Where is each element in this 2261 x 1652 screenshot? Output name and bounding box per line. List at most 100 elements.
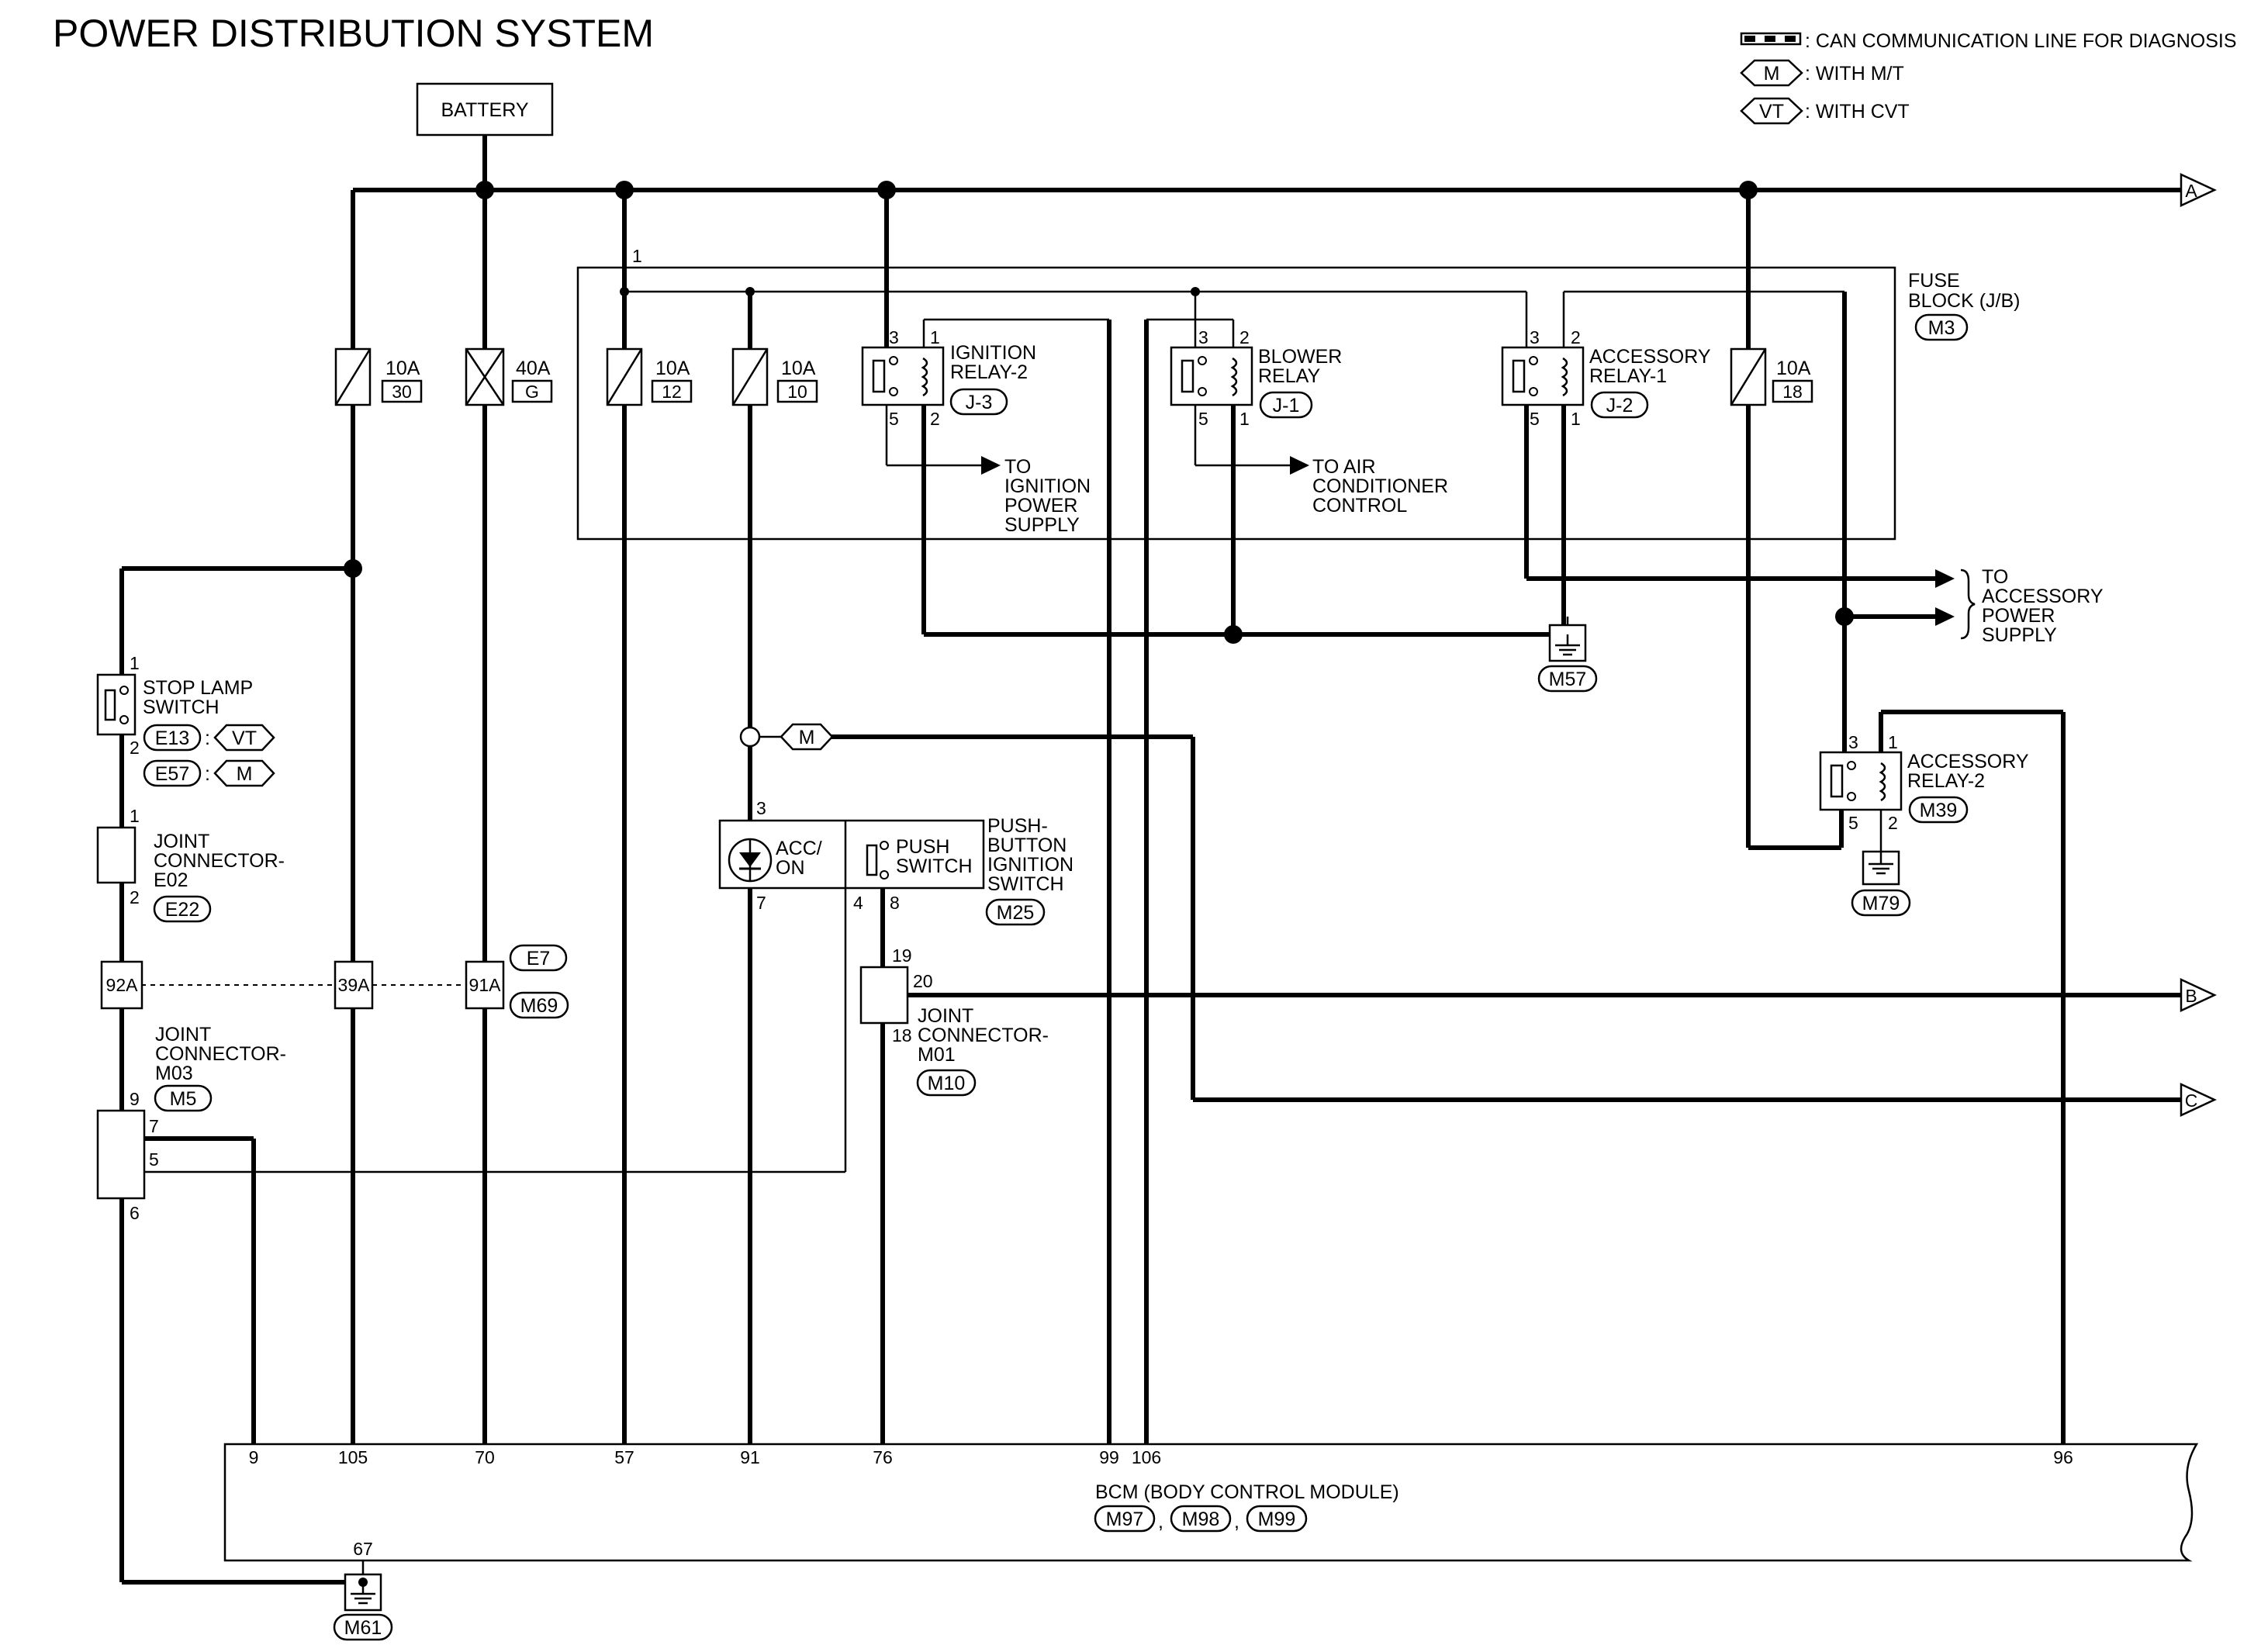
fuse-18: 10A 18 bbox=[1730, 347, 1813, 406]
fuse-12: 10A 12 bbox=[606, 347, 693, 406]
svg-text:VT: VT bbox=[1759, 101, 1784, 123]
mt-tag: M bbox=[780, 723, 834, 751]
svg-text:CONNECTOR-: CONNECTOR- bbox=[155, 1043, 286, 1065]
ground-m79-icon: M79 bbox=[1851, 850, 1911, 917]
svg-text:18: 18 bbox=[892, 1025, 912, 1045]
svg-text:TO: TO bbox=[1004, 456, 1031, 478]
fuse-block-title: FUSE bbox=[1908, 270, 1960, 292]
svg-text:96: 96 bbox=[2053, 1447, 2073, 1467]
bcm: 9 105 70 57 91 76 99 106 96 67 BCM (BODY… bbox=[223, 1443, 2199, 1562]
svg-text:ACCESSORY: ACCESSORY bbox=[1982, 586, 2104, 607]
svg-text:M03: M03 bbox=[155, 1063, 193, 1084]
svg-text:RELAY-2: RELAY-2 bbox=[1907, 770, 1985, 792]
svg-text:M3: M3 bbox=[1928, 317, 1955, 339]
svg-text:18: 18 bbox=[1782, 382, 1803, 402]
svg-text:G: G bbox=[525, 382, 539, 402]
svg-text:M01: M01 bbox=[918, 1044, 956, 1066]
svg-text:1: 1 bbox=[632, 246, 642, 266]
svg-text:67: 67 bbox=[353, 1539, 373, 1559]
svg-text:IGNITION: IGNITION bbox=[1004, 475, 1091, 497]
svg-text:76: 76 bbox=[873, 1447, 893, 1467]
to-accessory-arrows: TO ACCESSORY POWER SUPPLY bbox=[1935, 566, 2104, 646]
svg-text:3: 3 bbox=[889, 327, 899, 347]
inline-connector-92a: 92A bbox=[100, 960, 143, 1010]
accessory-relay-2-label: ACCESSORY bbox=[1907, 751, 2029, 772]
svg-text:10A: 10A bbox=[385, 358, 420, 379]
svg-text:ACC/: ACC/ bbox=[776, 838, 822, 859]
to-ac-arrow: TO AIR CONDITIONER CONTROL bbox=[1290, 456, 1448, 517]
svg-text:C: C bbox=[2185, 1090, 2198, 1111]
svg-text:B: B bbox=[2185, 986, 2197, 1006]
svg-text:M57: M57 bbox=[1549, 669, 1587, 690]
legend-cvt-tag: VT bbox=[1740, 97, 1803, 125]
svg-text:ON: ON bbox=[776, 857, 805, 879]
arrow-a: A bbox=[2180, 173, 2217, 207]
svg-text:POWER: POWER bbox=[1004, 495, 1077, 517]
svg-text:3: 3 bbox=[1848, 732, 1858, 752]
svg-text:J-3: J-3 bbox=[966, 392, 993, 413]
ignition-relay-2: 3 1 5 2 IGNITION RELAY-2 J-3 bbox=[861, 327, 1036, 429]
joint-connector-m01: 19 20 18 JOINT CONNECTOR- M01 M10 bbox=[859, 945, 1049, 1097]
svg-text:M97: M97 bbox=[1106, 1509, 1144, 1530]
svg-text:19: 19 bbox=[892, 945, 912, 966]
svg-text:57: 57 bbox=[614, 1447, 634, 1467]
svg-text:2: 2 bbox=[1888, 813, 1898, 833]
accessory-relay-1: 3 2 5 1 ACCESSORY RELAY-1 J-2 bbox=[1501, 327, 1711, 429]
svg-text:9: 9 bbox=[130, 1089, 140, 1109]
legend-cvt-text: : WITH CVT bbox=[1805, 101, 1910, 123]
svg-text:1: 1 bbox=[130, 806, 140, 826]
svg-text:J-2: J-2 bbox=[1606, 395, 1634, 416]
svg-text:VT: VT bbox=[232, 728, 257, 749]
bcm-label: BCM (BODY CONTROL MODULE) bbox=[1095, 1481, 1399, 1503]
joint-connector-e02: 1 2 JOINT CONNECTOR- E02 E22 bbox=[96, 806, 285, 923]
svg-text:3: 3 bbox=[756, 798, 766, 818]
svg-text:30: 30 bbox=[392, 382, 412, 402]
svg-text:M39: M39 bbox=[1920, 800, 1958, 821]
svg-text:M: M bbox=[799, 727, 815, 748]
svg-text:1: 1 bbox=[1888, 732, 1898, 752]
svg-text:SWITCH: SWITCH bbox=[143, 696, 220, 718]
svg-text:1: 1 bbox=[1571, 409, 1581, 429]
svg-text:JOINT: JOINT bbox=[155, 1024, 211, 1045]
svg-text:5: 5 bbox=[1848, 813, 1858, 833]
svg-text:1: 1 bbox=[1239, 409, 1250, 429]
svg-text:TO: TO bbox=[1982, 566, 2008, 588]
svg-text:CONTROL: CONTROL bbox=[1312, 495, 1407, 517]
svg-text:SWITCH: SWITCH bbox=[896, 855, 973, 877]
accessory-relay-2: 3 1 5 2 ACCESSORY RELAY-2 M39 bbox=[1819, 732, 2029, 833]
svg-text:4: 4 bbox=[853, 893, 863, 913]
svg-text:5: 5 bbox=[149, 1149, 159, 1170]
svg-text:PUSH: PUSH bbox=[896, 836, 949, 858]
svg-text:70: 70 bbox=[475, 1447, 495, 1467]
inline-connector-39a: 39A bbox=[334, 960, 374, 1010]
svg-text:BLOCK (J/B): BLOCK (J/B) bbox=[1908, 290, 2020, 312]
svg-text:7: 7 bbox=[149, 1116, 159, 1136]
svg-text:SWITCH: SWITCH bbox=[987, 873, 1064, 895]
svg-text:10A: 10A bbox=[1776, 358, 1811, 379]
stop-lamp-switch: 1 2 STOP LAMP SWITCH E13 : VT E57 : M bbox=[96, 653, 275, 787]
ground-m61-icon: M61 bbox=[333, 1560, 393, 1641]
svg-text:M: M bbox=[237, 763, 253, 785]
svg-text:3: 3 bbox=[1198, 327, 1208, 347]
svg-text:M25: M25 bbox=[997, 902, 1035, 924]
diagram-title: POWER DISTRIBUTION SYSTEM bbox=[53, 12, 654, 55]
svg-text:M79: M79 bbox=[1862, 893, 1900, 914]
svg-text:J-1: J-1 bbox=[1273, 395, 1300, 416]
to-ignition-arrow: TO IGNITION POWER SUPPLY bbox=[981, 456, 1091, 536]
svg-text:BUTTON: BUTTON bbox=[987, 835, 1067, 856]
svg-text:M61: M61 bbox=[344, 1617, 382, 1639]
svg-text:,: , bbox=[1234, 1511, 1239, 1533]
svg-text:6: 6 bbox=[130, 1203, 140, 1223]
svg-text:2: 2 bbox=[930, 409, 940, 429]
blower-relay: 3 2 5 1 BLOWER RELAY J-1 bbox=[1170, 327, 1342, 429]
svg-text:3: 3 bbox=[1530, 327, 1540, 347]
can-line-symbol bbox=[1740, 32, 1802, 46]
fuse-block-connector: M3 bbox=[1914, 313, 1969, 341]
svg-text:M98: M98 bbox=[1182, 1509, 1220, 1530]
svg-text:40A: 40A bbox=[516, 358, 551, 379]
svg-text:E7: E7 bbox=[527, 948, 551, 969]
svg-text:M10: M10 bbox=[928, 1073, 966, 1094]
svg-text:M5: M5 bbox=[170, 1088, 197, 1110]
svg-text:SUPPLY: SUPPLY bbox=[1982, 624, 2057, 646]
